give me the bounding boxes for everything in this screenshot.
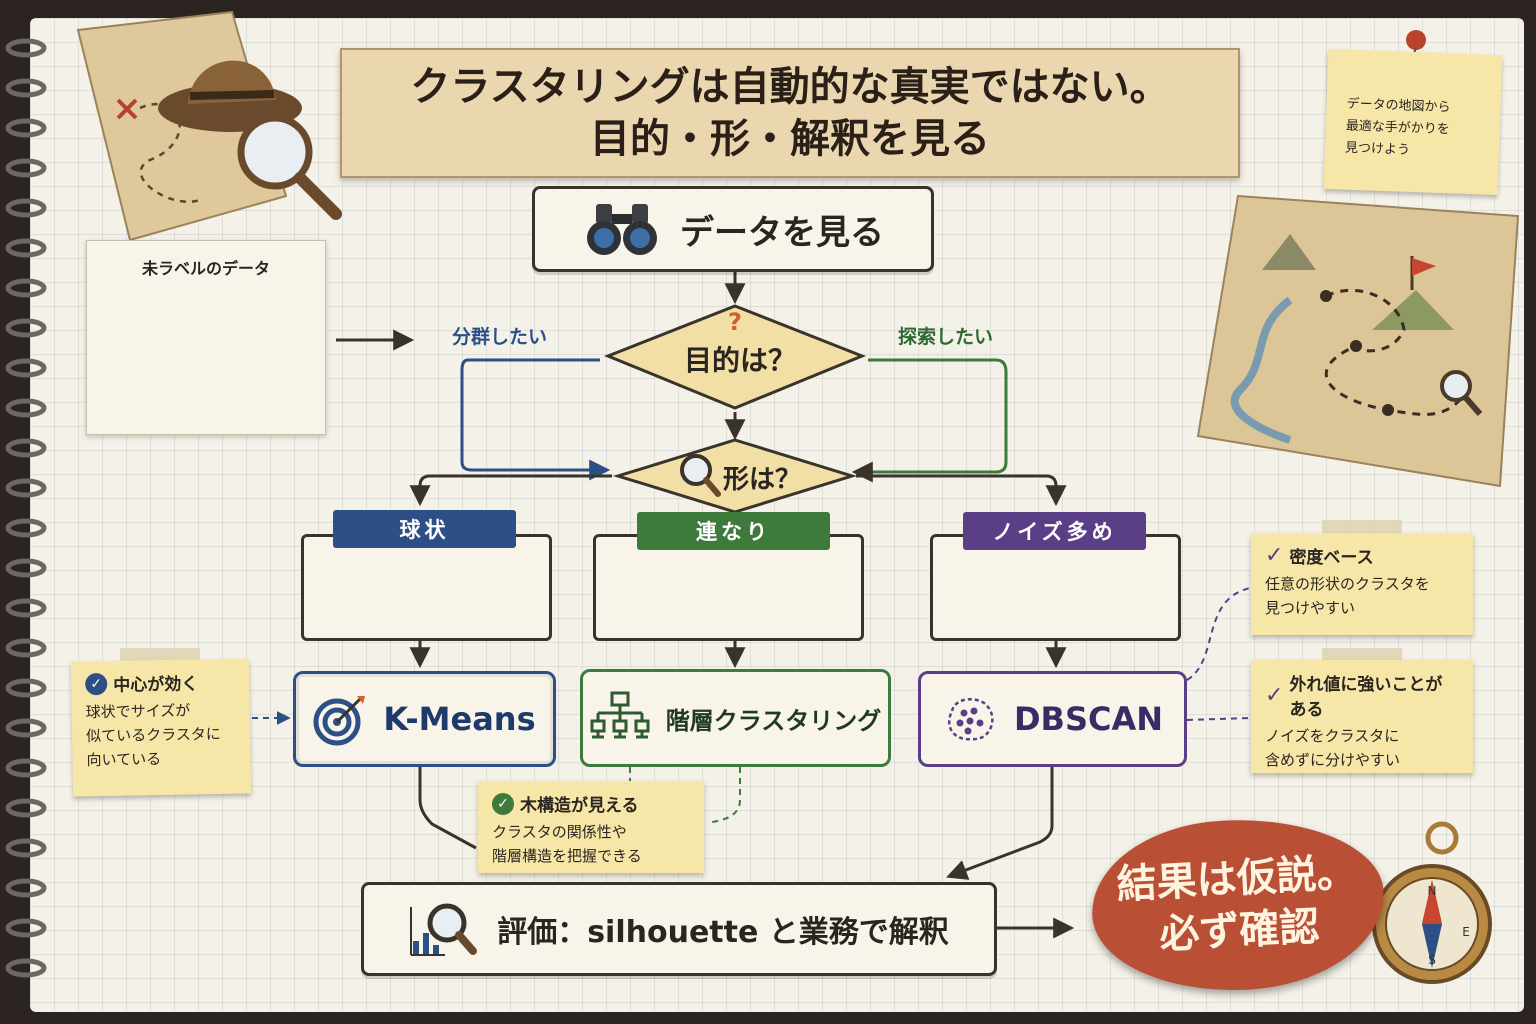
noisy-header: ノイズ多め xyxy=(963,512,1146,550)
tree-diagram-icon xyxy=(590,691,650,739)
chart-magnifier-icon xyxy=(410,903,478,956)
outlier-note-line-1: ノイズをクラスタに xyxy=(1265,727,1400,745)
hierarchical-label: 階層クラスタリング xyxy=(665,706,882,735)
spherical-panel xyxy=(301,534,552,641)
hierarchical-note: ✓ 木構造が見える クラスタの関係性や 階層構造を把握できる xyxy=(478,781,704,873)
result-line-1: 結果は仮説。 xyxy=(1115,849,1358,909)
compass-s: S xyxy=(1428,953,1436,967)
unlabeled-data-card: 未ラベルのデータ xyxy=(86,240,326,435)
dbscan-label: DBSCAN xyxy=(1013,700,1164,738)
purpose-diamond: ? 目的は？ xyxy=(603,304,867,410)
target-icon xyxy=(313,696,366,746)
compass-icon: N E S xyxy=(1372,821,1492,984)
hier-note-title: 木構造が見える xyxy=(520,796,639,816)
density-note-line-2: 見つけやすい xyxy=(1265,599,1356,617)
density-cluster-icon xyxy=(947,698,994,741)
title-line-1: クラスタリングは自動的な真実ではない。 xyxy=(410,64,1170,110)
spherical-header: 球状 xyxy=(333,510,516,548)
magnifier-icon xyxy=(237,114,342,220)
hierarchical-box: 階層クラスタリング xyxy=(580,669,891,767)
kmeans-note-title: 中心が効く xyxy=(113,674,199,696)
kmeans-note: ✓中心が効く 球状でサイズが 似ているクラスタに 向いている xyxy=(70,658,252,797)
noisy-panel xyxy=(930,534,1181,641)
treasure-map-right-illustration xyxy=(1196,194,1520,488)
density-note-title: 密度ベース xyxy=(1289,548,1374,568)
map-sticky-note: データの地図から 最適な手がかりを 見つけよう xyxy=(1323,49,1503,195)
outlier-note-line-2: 含めずに分けやすい xyxy=(1265,751,1401,769)
evaluation-box: 評価：silhouette と業務で解釈 xyxy=(361,882,997,976)
compass-n: N xyxy=(1428,884,1437,898)
kmeans-note-line-3: 向いている xyxy=(86,750,162,770)
branch-label-segment: 分群したい xyxy=(452,326,548,348)
connected-header: 連なり xyxy=(637,512,830,550)
evaluation-label: 評価：silhouette と業務で解釈 xyxy=(497,915,949,950)
look-at-data-box: データを見る xyxy=(532,186,934,272)
binder-rings xyxy=(5,38,47,978)
result-line-2: 必ず確認 xyxy=(1158,903,1321,959)
flow-connectors xyxy=(252,272,1251,939)
density-note-line-1: 任意の形状のクラスタを xyxy=(1265,575,1430,593)
checkmark-icon: ✓ xyxy=(1265,543,1284,568)
outlier-note-title: 外れ値に強いことがある xyxy=(1289,675,1443,720)
binoculars-icon xyxy=(587,204,657,255)
kmeans-label: K-Means xyxy=(383,700,536,738)
kmeans-note-line-2: 似ているクラスタに xyxy=(85,724,221,746)
svg-text:?: ? xyxy=(728,308,742,336)
title-banner: クラスタリングは自動的な真実ではない。 目的・形・解釈を見る xyxy=(340,48,1240,178)
density-note: ✓密度ベース 任意の形状のクラスタを 見つけやすい xyxy=(1251,533,1473,635)
purpose-label: 目的は？ xyxy=(684,344,796,377)
title-line-2: 目的・形・解釈を見る xyxy=(590,116,990,162)
dbscan-box: DBSCAN xyxy=(918,671,1187,767)
shape-label: 形は？ xyxy=(723,465,801,495)
check-icon: ✓ xyxy=(85,672,108,695)
check-icon: ✓ xyxy=(492,792,514,815)
unlabeled-title: 未ラベルのデータ xyxy=(141,259,270,278)
shape-diamond: 形は？ xyxy=(612,438,858,514)
kmeans-note-line-1: 球状でサイズが xyxy=(85,701,191,722)
hier-note-line-2: 階層構造を把握できる xyxy=(492,847,642,865)
compass-e: E xyxy=(1462,925,1470,939)
checkmark-icon: ✓ xyxy=(1265,682,1284,708)
kmeans-box: K-Means xyxy=(293,671,556,767)
look-at-data-label: データを見る xyxy=(680,212,884,253)
branch-label-explore: 探索したい xyxy=(898,326,994,348)
connected-panel xyxy=(593,534,864,641)
outlier-note: ✓外れ値に強いことがある ノイズをクラスタに 含めずに分けやすい xyxy=(1251,660,1473,773)
map-note-line-3: 見つけよう xyxy=(1344,140,1411,158)
hier-note-line-1: クラスタの関係性や xyxy=(492,823,627,841)
